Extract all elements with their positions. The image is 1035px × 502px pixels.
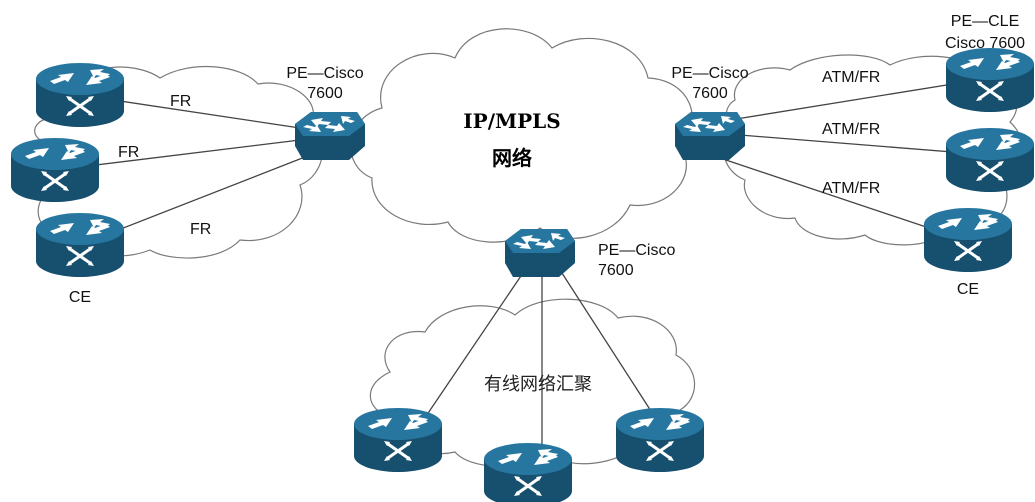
access-router-3: [614, 406, 706, 474]
core-subtitle: 网络: [492, 146, 532, 170]
right-top-label-1: PE—CLE: [951, 13, 1019, 30]
left-link-label-2: FR: [118, 144, 139, 161]
ce-router-right-2: [944, 126, 1035, 194]
pe-right-label-1: PE—Cisco: [671, 65, 748, 82]
pe-router-left: [295, 112, 365, 160]
pe-bottom-label-1: PE—Cisco: [598, 242, 675, 259]
right-link-label-2: ATM/FR: [822, 121, 880, 138]
core-cloud: [350, 28, 693, 243]
right-link-label-3: ATM/FR: [822, 180, 880, 197]
left-link-label-1: FR: [170, 93, 191, 110]
left-link-label-3: FR: [190, 221, 211, 238]
ce-router-left-1: [34, 61, 126, 129]
pe-right-label-2: 7600: [692, 85, 728, 102]
pe-left-label-2: 7600: [307, 85, 343, 102]
bottom-links: [419, 269, 661, 455]
core-title: IP/MPLS: [463, 109, 560, 133]
pe-left-label-1: PE—Cisco: [286, 65, 363, 82]
ce-router-left-2: [9, 136, 101, 204]
right-cloud: [723, 54, 1025, 246]
ce-router-right-3: [922, 206, 1014, 274]
right-top-label-2: Cisco 7600: [945, 35, 1025, 52]
access-router-1: [352, 406, 444, 474]
right-ce-label: CE: [957, 281, 979, 298]
pe-bottom-label-2: 7600: [598, 262, 634, 279]
pe-cle-router: [944, 46, 1035, 114]
access-router-2: [482, 441, 574, 502]
ce-router-left-3: [34, 211, 126, 279]
right-link-label-1: ATM/FR: [822, 69, 880, 86]
pe-router-bottom: [505, 229, 575, 277]
bottom-cloud-label: 有线网络汇聚: [484, 374, 592, 395]
left-ce-label: CE: [69, 289, 91, 306]
pe-router-right: [675, 112, 745, 160]
